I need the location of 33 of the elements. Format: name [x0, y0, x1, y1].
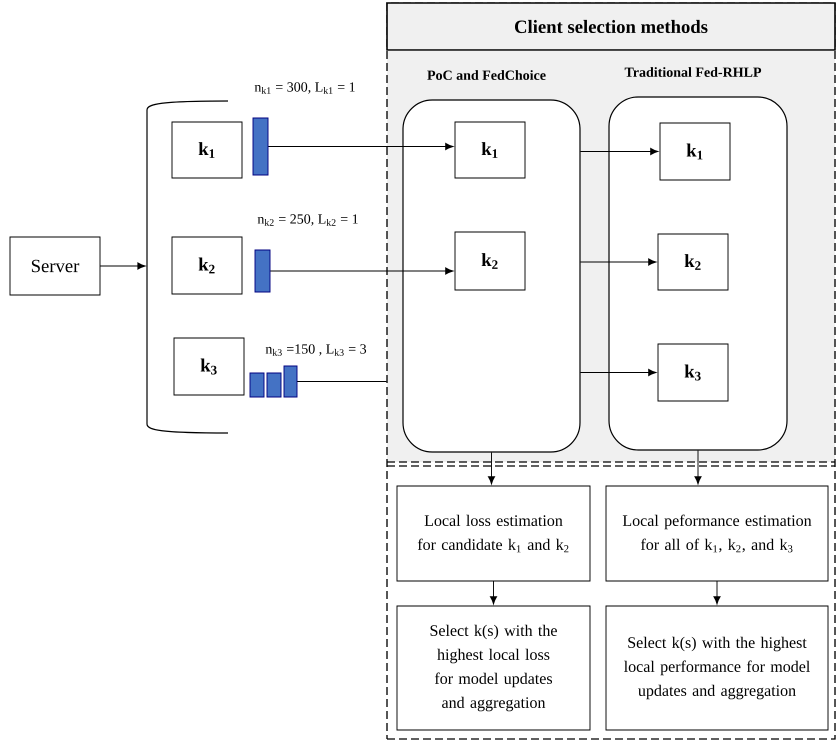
arrow — [580, 258, 656, 266]
client-box: k$_{1}$ — [660, 122, 730, 180]
column-heading: Traditional Fed-RHLP — [624, 67, 762, 77]
bracket — [146, 100, 228, 434]
bar-caption: n$_{k3}$ =150 , L$_{k3}$ = 3 — [266, 344, 366, 356]
client-box: k$_{3}$ — [658, 344, 728, 402]
arrow — [713, 581, 721, 604]
step-box: Select k(s) with the highest local loss for model updates and aggregation — [396, 606, 590, 730]
step-box: Local peformance estimation for all of k$_{1}$, k$_{2}$, and k$_{3}$ — [606, 486, 828, 582]
step-box: Select k(s) with the highest local performance for model updates and aggregation — [606, 606, 828, 730]
column-heading: PoC and FedChoice — [427, 70, 546, 80]
arrow — [488, 452, 496, 484]
arrow — [580, 368, 656, 376]
arrow — [270, 267, 454, 275]
bar-caption: n$_{k2}$ = 250, L$_{k2}$ = 1 — [258, 214, 358, 226]
data-bars — [250, 366, 298, 398]
header-bar: Client selection methods — [386, 2, 836, 51]
client-box: k$_{2}$ — [454, 232, 526, 290]
step-box: Local loss estimation for candidate k$_{1}$ and k$_{2}$ — [396, 486, 590, 582]
server-box: Server — [10, 236, 100, 296]
arrow — [268, 142, 454, 150]
arrow — [100, 262, 146, 270]
arrow — [490, 581, 498, 604]
client-box: k$_{1}$ — [454, 122, 526, 178]
client-box: k$_{2}$ — [172, 236, 242, 294]
client-box: k$_{2}$ — [658, 234, 728, 290]
client-box: k$_{1}$ — [172, 122, 242, 178]
data-bar — [252, 118, 268, 176]
data-bar — [254, 250, 270, 292]
bar-caption: n$_{k1}$ = 300, L$_{k1}$ = 1 — [254, 82, 355, 94]
client-box: k$_{3}$ — [174, 338, 244, 396]
arrow — [694, 450, 702, 484]
arrow — [580, 148, 658, 156]
